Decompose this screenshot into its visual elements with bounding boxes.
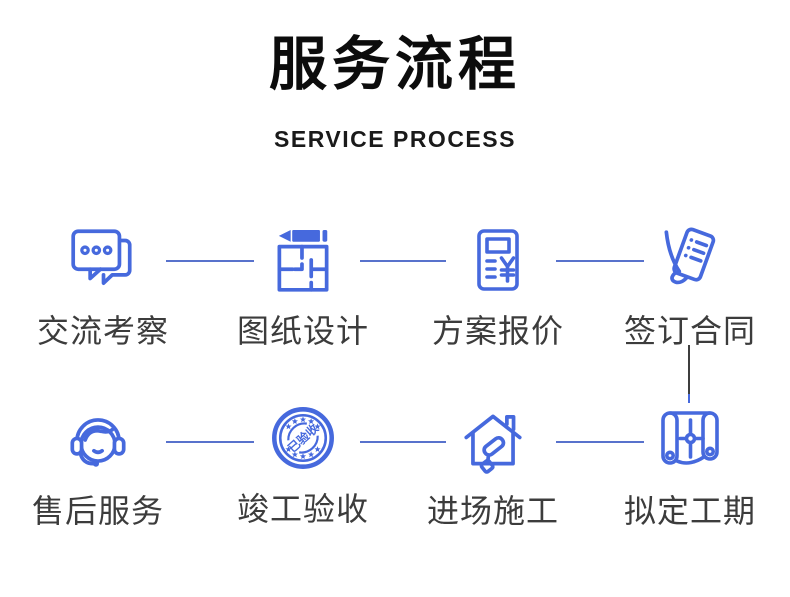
connector-line xyxy=(360,260,446,262)
step-label: 进场施工 xyxy=(426,493,559,529)
step-schedule-planning: 拟定工期 xyxy=(614,402,766,532)
step-label: 图纸设计 xyxy=(236,313,369,349)
step-completion-acceptance: 已验收 竣工验收 xyxy=(227,400,379,530)
step-label: 售后服务 xyxy=(31,493,164,529)
connector-line xyxy=(556,260,644,262)
blueprint-scroll-icon xyxy=(614,402,766,478)
step-contract-signing: 签订合同 xyxy=(614,222,766,352)
house-paint-roller-icon xyxy=(417,402,569,478)
page-title: 服务流程 xyxy=(268,32,521,97)
page-subtitle: SERVICE PROCESS xyxy=(274,126,516,152)
step-drawing-design: 图纸设计 xyxy=(227,222,379,352)
contract-signing-icon xyxy=(614,222,766,298)
vertical-connector-tip xyxy=(688,394,690,403)
connector-line xyxy=(166,260,254,262)
step-label: 方案报价 xyxy=(431,313,564,349)
connector-line xyxy=(556,441,644,443)
chat-bubbles-icon xyxy=(27,222,179,298)
headset-icon xyxy=(22,402,174,478)
blueprint-pencil-icon xyxy=(227,222,379,298)
connector-line xyxy=(360,441,446,443)
step-label: 拟定工期 xyxy=(623,493,756,529)
step-label: 交流考察 xyxy=(36,313,169,349)
calculator-quote-icon xyxy=(422,222,574,298)
step-communication-inspection: 交流考察 xyxy=(27,222,179,352)
acceptance-stamp-icon: 已验收 xyxy=(227,400,379,476)
step-after-sales-service: 售后服务 xyxy=(22,402,174,532)
connector-line xyxy=(166,441,254,443)
vertical-connector-line xyxy=(688,345,690,394)
step-label: 签订合同 xyxy=(623,313,756,349)
step-plan-quotation: 方案报价 xyxy=(422,222,574,352)
step-site-construction: 进场施工 xyxy=(417,402,569,532)
step-label: 竣工验收 xyxy=(236,491,369,527)
